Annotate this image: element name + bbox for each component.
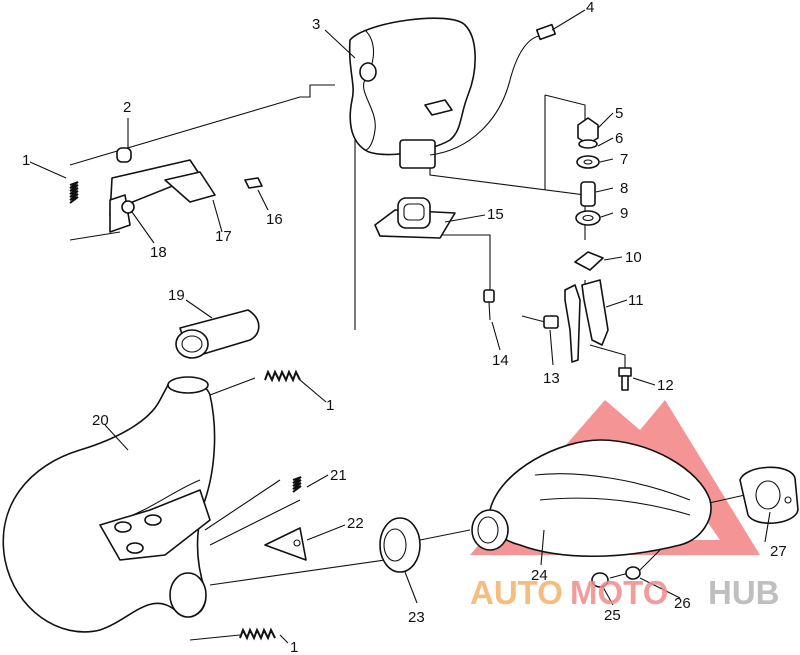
muffler-canister bbox=[348, 17, 476, 169]
callout-label: 14 bbox=[492, 352, 509, 369]
watermark-text-moto: MOTO bbox=[570, 574, 668, 611]
hardware-stack bbox=[574, 117, 604, 271]
left-bracket-assembly bbox=[109, 147, 263, 233]
watermark-logo bbox=[470, 400, 760, 555]
cone-gasket bbox=[379, 517, 421, 573]
callout-label: 11 bbox=[628, 292, 644, 309]
callout-label: 2 bbox=[123, 99, 131, 116]
expansion-pipe bbox=[2, 376, 216, 633]
callout-label: 16 bbox=[266, 211, 283, 228]
callout-label: 3 bbox=[312, 16, 320, 33]
watermark-wordmark: AUTO MOTO HUB bbox=[470, 574, 780, 611]
watermark-text-hub: HUB bbox=[708, 574, 780, 611]
callout-labels: 1 2 3 4 5 6 7 8 9 10 11 12 13 14 15 16 1… bbox=[22, 0, 787, 655]
callout-label: 19 bbox=[168, 287, 185, 304]
springs bbox=[69, 181, 302, 641]
callout-label: 7 bbox=[620, 151, 628, 168]
stud-13 bbox=[521, 315, 559, 329]
callout-label: 9 bbox=[620, 205, 628, 222]
callout-label: 20 bbox=[92, 412, 109, 429]
mount-plate bbox=[374, 197, 456, 239]
callout-leaders bbox=[29, 9, 771, 644]
pin-14 bbox=[483, 289, 495, 321]
callout-label: 8 bbox=[620, 180, 628, 197]
tail-flange bbox=[739, 466, 799, 525]
callout-label: 6 bbox=[615, 130, 623, 147]
callout-label: 12 bbox=[657, 377, 674, 394]
washers bbox=[591, 566, 641, 588]
callout-label: 4 bbox=[586, 0, 594, 16]
watermark-triangle bbox=[470, 400, 760, 555]
callout-label: 18 bbox=[150, 244, 167, 261]
bolt-12 bbox=[618, 367, 632, 391]
callout-label: 1 bbox=[290, 639, 298, 655]
callout-label: 17 bbox=[215, 228, 232, 245]
watermark-text-auto: AUTO bbox=[470, 574, 563, 611]
coupler-sleeve bbox=[175, 309, 260, 359]
callout-label: 13 bbox=[543, 370, 560, 387]
callout-label: 22 bbox=[347, 515, 364, 532]
muffler-body bbox=[471, 439, 712, 557]
flange-plate bbox=[264, 527, 307, 561]
sensor-wire bbox=[429, 23, 557, 156]
callout-label: 21 bbox=[330, 467, 347, 484]
callout-label: 23 bbox=[408, 609, 425, 626]
callout-label: 10 bbox=[625, 249, 642, 266]
callout-label: 24 bbox=[531, 567, 548, 584]
callout-label: 1 bbox=[22, 152, 30, 169]
bracket bbox=[564, 279, 609, 363]
callout-label: 5 bbox=[615, 105, 623, 122]
callout-label: 15 bbox=[487, 206, 504, 223]
callout-label: 26 bbox=[674, 595, 691, 612]
callout-label: 1 bbox=[326, 397, 334, 414]
callout-label: 27 bbox=[770, 543, 787, 560]
callout-label: 25 bbox=[604, 607, 621, 624]
